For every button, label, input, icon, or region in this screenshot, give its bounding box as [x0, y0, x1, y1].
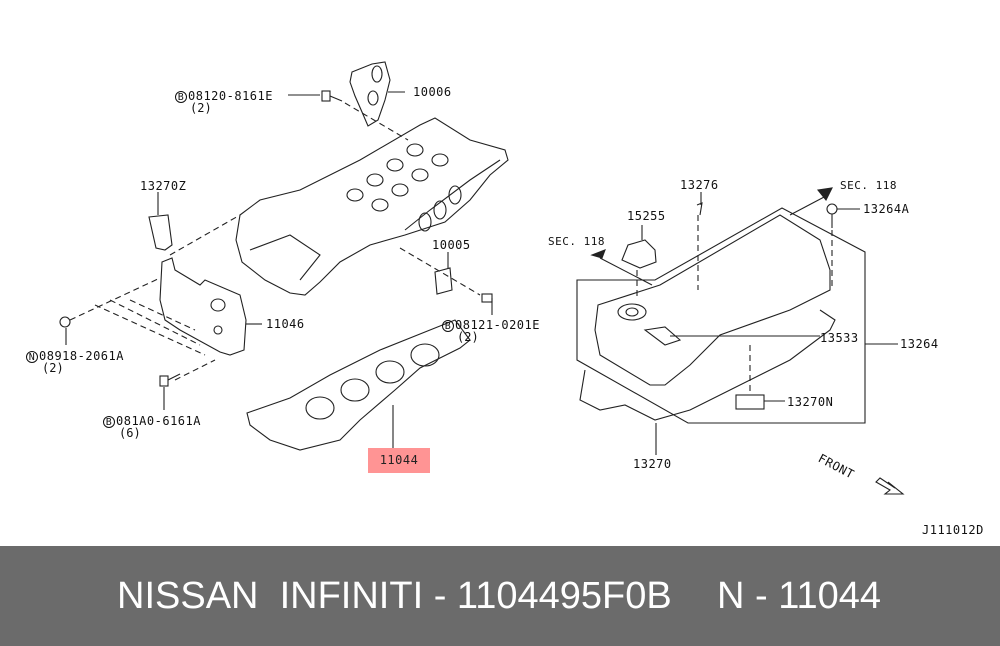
- label-13270: 13270: [633, 457, 672, 471]
- grommet-13270N: [735, 345, 785, 410]
- part-13276: [696, 192, 703, 290]
- highlighted-part-11044[interactable]: 11044: [368, 448, 430, 473]
- part-number-footer: NISSAN INFINITI - 1104495F0B N - 11044: [0, 546, 1000, 646]
- label-13270Z: 13270Z: [140, 179, 187, 193]
- qty-bolt-08120: (2): [190, 101, 212, 115]
- label-13264A: 13264A: [863, 202, 910, 216]
- bolt-marker-icon: B: [103, 416, 115, 428]
- sec118-arrow-right: [789, 187, 833, 216]
- drawing-id: J111012D: [922, 523, 984, 537]
- bolt-08120-number: 08120-8161E: [188, 89, 273, 103]
- label-sec118-right[interactable]: SEC. 118: [840, 179, 897, 192]
- qty-bolt-081A0: (6): [119, 426, 141, 440]
- oil-cap-15255: [621, 225, 657, 300]
- qty-nut-08918: (2): [42, 361, 64, 375]
- nut-08918-number: 08918-2061A: [39, 349, 124, 363]
- bracket-10005: [399, 247, 493, 315]
- cylinder-head: [235, 117, 509, 296]
- label-15255: 15255: [627, 209, 666, 223]
- bracket-10006: [349, 61, 405, 127]
- part-13533: [643, 326, 820, 346]
- front-arrow: [875, 477, 905, 495]
- footer-diagram-reference: N - 11044: [717, 575, 882, 617]
- parts-diagram: [59, 61, 905, 495]
- sec118-arrow-left: [590, 249, 653, 286]
- bolt-08121-number: 08121-0201E: [455, 318, 540, 332]
- bolt-marker-icon: B: [175, 91, 187, 103]
- footer-brand-part-number: NISSAN INFINITI - 1104495F0B: [117, 575, 672, 617]
- label-13264: 13264: [900, 337, 939, 351]
- label-13276: 13276: [680, 178, 719, 192]
- nut-08918: [59, 316, 71, 345]
- label-13533: 13533: [820, 331, 859, 345]
- qty-bolt-08121: (2): [457, 330, 479, 344]
- label-11046: 11046: [266, 317, 305, 331]
- valve-cover-13264: [576, 207, 898, 424]
- bolt-081A0: [159, 373, 181, 410]
- bolt-08120: [288, 90, 409, 141]
- part-11046: [69, 257, 262, 381]
- label-sec118-left[interactable]: SEC. 118: [548, 235, 605, 248]
- bolt-081A0-number: 081A0-6161A: [116, 414, 201, 428]
- part-13270Z: [148, 192, 241, 256]
- label-10006: 10006: [413, 85, 452, 99]
- label-10005: 10005: [432, 238, 471, 252]
- bolt-13264A: [826, 203, 860, 290]
- bolt-marker-icon: B: [442, 320, 454, 332]
- label-13270N: 13270N: [787, 395, 834, 409]
- nut-marker-icon: N: [26, 351, 38, 363]
- head-gasket-11044: [246, 319, 471, 451]
